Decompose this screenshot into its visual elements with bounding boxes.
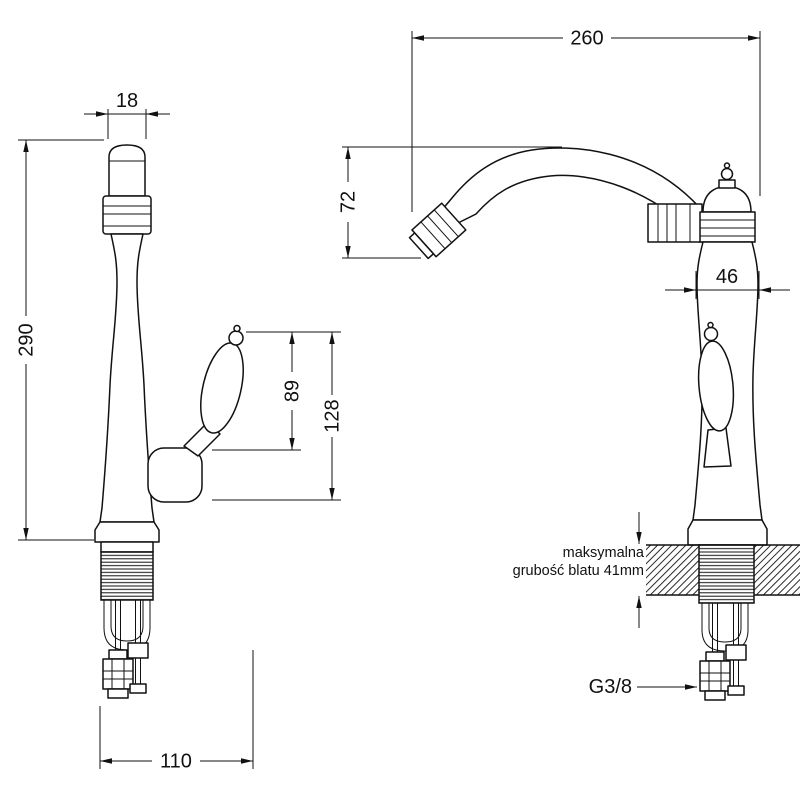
spout-top-edge	[440, 147, 701, 212]
thread-size-label: G3/8	[589, 676, 632, 698]
spout-collar	[102, 195, 152, 235]
dimension-spout-drop: 72	[338, 146, 562, 259]
handle-total-height-label: 128	[322, 399, 344, 432]
handle-stem	[703, 427, 732, 468]
spout-junction-nut	[647, 203, 703, 243]
handle-grip	[200, 342, 244, 434]
dimension-handle-height: 89	[212, 331, 341, 451]
stud-nut	[127, 642, 149, 659]
dimension-base-depth: 110	[99, 650, 254, 773]
spout-tip	[108, 144, 146, 197]
handle-finial-tip	[707, 321, 714, 329]
dimension-handle-total-height: 128	[212, 332, 344, 501]
total-height-label: 290	[16, 323, 38, 356]
spout-drop-label: 72	[338, 191, 360, 213]
handle-height-label: 89	[282, 380, 304, 402]
countertop-thickness-note: maksymalna grubość blatu 41mm	[513, 512, 645, 628]
counter-note-line1: maksymalna	[563, 545, 645, 561]
spout-reach-label: 260	[570, 28, 603, 50]
dimension-total-height: 290	[16, 139, 104, 541]
shank-collar	[100, 541, 154, 553]
threaded-shank	[698, 544, 755, 604]
side-view-dimensions: 260 72 46 maksymalna grubość blatu 41mm …	[338, 28, 790, 698]
handle-grip	[697, 340, 735, 432]
counter-note-line2: grubość blatu 41mm	[513, 563, 644, 579]
aerator	[408, 202, 467, 260]
handle-finial-tip	[233, 324, 241, 333]
threaded-shank	[100, 551, 154, 601]
supply-hex-fitting	[102, 658, 134, 690]
spout-width-label: 18	[116, 90, 138, 112]
base-flange	[94, 521, 160, 543]
handle-finial	[228, 330, 244, 346]
dimension-body-diameter: 46	[665, 266, 790, 299]
mounting-bracket	[701, 603, 749, 652]
top-finial	[720, 167, 734, 181]
base-flange	[687, 519, 768, 546]
faucet-front-view	[94, 144, 244, 699]
aerator-cap	[408, 232, 435, 260]
faucet-body	[99, 233, 155, 523]
handle-elbow	[147, 447, 203, 503]
body-collar	[699, 211, 756, 243]
dimension-spout-width: 18	[84, 90, 170, 139]
base-depth-label: 110	[160, 751, 192, 773]
body-diameter-label: 46	[716, 266, 738, 288]
finial-ring	[718, 179, 736, 189]
stud-nut	[725, 644, 747, 661]
dimension-spout-reach: 260	[411, 28, 761, 212]
body-dome-cap	[702, 185, 752, 213]
handle-finial	[703, 326, 719, 342]
top-finial-tip	[723, 162, 731, 169]
thread-size-callout: G3/8	[589, 676, 697, 698]
supply-hex-fitting	[699, 660, 731, 692]
front-view-dimensions: 18 290 89 128 110	[16, 90, 344, 773]
faucet-side-view	[408, 147, 800, 701]
